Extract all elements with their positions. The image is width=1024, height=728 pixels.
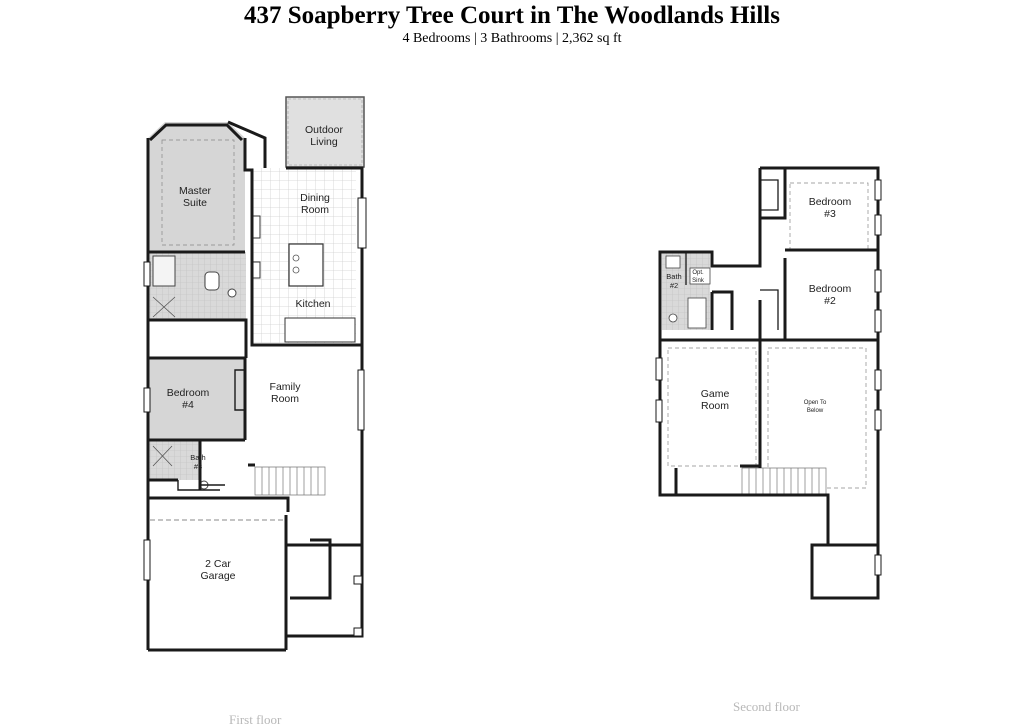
label-garage-1: 2 Car [205, 558, 231, 570]
label-open-to-below-2: Below [807, 408, 824, 414]
label-bedroom-2-1: Bedroom [809, 283, 852, 295]
bath-3-area [148, 440, 200, 480]
label-bedroom-4-2: #4 [182, 399, 194, 411]
label-family-room-1: Family [270, 381, 302, 393]
label-bath-2-2: #2 [670, 281, 678, 290]
label-bedroom-3-2: #3 [824, 208, 836, 220]
page-subtitle: 4 Bedrooms | 3 Bathrooms | 2,362 sq ft [402, 31, 622, 46]
label-bedroom-4-1: Bedroom [167, 387, 210, 399]
label-game-room-1: Game [701, 388, 730, 400]
label-kitchen: Kitchen [295, 298, 330, 310]
label-dining-room-1: Dining [300, 192, 330, 204]
second-floor-walls [658, 166, 880, 600]
label-outdoor-living-2: Living [310, 136, 338, 148]
label-bath-2-1: Bath [666, 272, 681, 281]
bedroom-4-area [148, 358, 245, 440]
master-suite-area [148, 122, 245, 252]
label-bath-3-1: Bath [190, 453, 205, 462]
label-garage-2: Garage [200, 570, 235, 582]
first-floor-plan: Outdoor Living Master Suite Dining Room … [143, 96, 367, 652]
first-floor-stairs [254, 466, 326, 496]
label-bedroom-3-1: Bedroom [809, 196, 852, 208]
label-dining-room-2: Room [301, 204, 329, 216]
label-open-to-below-1: Open To [804, 400, 827, 406]
page-title: 437 Soapberry Tree Court in The Woodland… [244, 2, 780, 29]
label-master-suite-2: Suite [183, 197, 207, 209]
label-master-suite-1: Master [179, 185, 212, 197]
second-floor-stairs [741, 467, 827, 496]
label-game-room-2: Room [701, 400, 729, 412]
second-floor-plan: Bedroom #3 Bedroom #2 Bath #2 Opt. Sink … [655, 166, 882, 600]
outdoor-living-area [285, 96, 365, 168]
label-bath-3-2: #3 [194, 462, 202, 471]
second-floor-label: Second floor [733, 699, 800, 714]
label-opt-sink-1: Opt. [692, 270, 704, 276]
label-family-room-2: Room [271, 393, 299, 405]
label-bedroom-2-2: #2 [824, 295, 836, 307]
first-floor-label: First floor [229, 712, 282, 727]
label-outdoor-living-1: Outdoor [305, 124, 343, 136]
label-opt-sink-2: Sink [692, 278, 705, 284]
